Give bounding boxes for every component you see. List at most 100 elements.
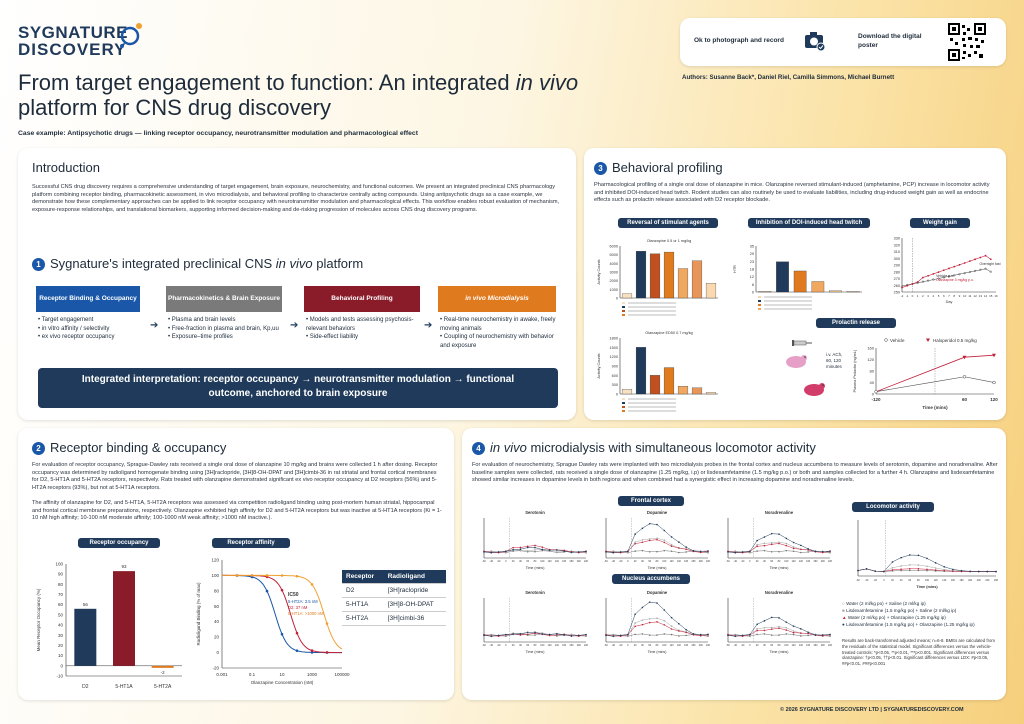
bar [811,281,825,293]
x-tick-label: 180 [813,644,818,647]
x-tick-label: 180 [569,560,574,563]
series-line [222,574,343,650]
x-tick-label: -40 [734,560,738,563]
bar [705,283,717,299]
x-tick-label: 14 [984,294,988,298]
legend-marker [884,338,888,342]
photo-label: Ok to photograph and record [694,37,784,44]
y-tick-label: 50 [58,612,64,617]
x-tick-label: 80 [534,644,537,647]
bar [776,261,789,293]
data-point [483,634,485,637]
series-line [483,545,587,553]
x-axis-label: Time (mins) [526,566,545,570]
x-tick-label: 20 [512,560,515,563]
flow-list-microdialysis: • Real-time neurochemistry in awake, fre… [440,317,556,350]
y-tick-label: 100 [55,562,63,567]
mouse-icon-1 [786,355,807,368]
x-tick-label: 100000 [334,672,350,677]
data-point [295,631,299,635]
data-point [265,574,269,577]
x-tick-label: 120 [934,579,939,582]
behavior-body: Pharmacological profiling of a single or… [594,182,990,204]
x-tick-label: 60 [770,644,773,647]
x-tick-label: 200 [821,560,826,563]
x-tick-label: -60 [856,579,860,582]
bar [635,251,647,299]
series-line [483,631,587,637]
y-tick-label: 40 [870,380,875,385]
x-tick-label: 140 [799,644,804,647]
x-tick-label: 160 [684,644,689,647]
download-label[interactable]: Download the digital poster [858,33,922,50]
x-tick-label: -20 [741,560,745,563]
panel-title: Dopamine [647,510,668,515]
y-tick-label: 80 [870,369,875,374]
y-tick-label: 0 [616,297,618,301]
syringe-icon [792,340,812,346]
table-row: 5-HT2A[3H]cimbi-36 [342,611,446,626]
x-tick-label: 8 [953,294,955,298]
legend-text-line [628,406,676,408]
data-point [829,550,831,552]
x-tick-label: 140 [555,560,560,563]
x-tick-label: 1000 [307,672,318,677]
series-line [727,617,831,637]
data-point [483,551,485,553]
x-tick-label: 220 [706,644,711,647]
x-tick-label: 100 [662,560,667,563]
x-tick-label: 200 [699,644,704,647]
y-tick-label: 80 [58,582,64,587]
qr-code-icon[interactable] [948,23,986,61]
legend-swatch [622,306,625,308]
label-locomotor: Locomotor activity [852,502,934,512]
series-line [901,255,991,288]
x-tick-label: 120 [548,560,553,563]
x-tick-label: 0 [749,644,751,647]
x-tick-label: -60 [482,560,486,563]
microdialysis-body: For evaluation of neurochemistry, Spragu… [472,462,998,484]
y-axis-label: Activity Counts [597,353,601,378]
series-line [727,543,831,553]
y-tick-label: 20 [58,643,64,648]
x-tick-label: 80 [917,579,920,582]
data-point [992,380,996,385]
data-point [235,574,239,577]
data-point [727,551,729,553]
x-tick-label: 220 [977,579,982,582]
series-line [727,627,831,637]
legend-text-line [628,302,676,304]
x-axis-label: Time (mins) [922,405,948,410]
y-tick-label: 4000 [610,262,618,266]
x-tick-label: 12 [973,294,977,298]
legend-swatch [622,410,625,412]
x-tick-label: -40 [865,579,869,582]
data-point [325,651,329,654]
legend-text-line [628,410,676,412]
data-point [310,583,314,586]
label-nucleus-accumbens: Nucleus accumbens [612,574,690,584]
label-frontal-cortex: Frontal cortex [618,496,684,506]
series-line [605,621,709,637]
flow-list-behavior: • Models and tests assessing psychosis-r… [306,317,414,341]
x-tick-label: 200 [577,644,582,647]
camera-icon [805,32,826,52]
data-point [295,574,299,578]
y-tick-label: 90 [58,572,64,577]
table-row: 5-HT1A[3H]8-OH-DPAT [342,597,446,612]
series-line [483,547,587,554]
bar [758,291,772,293]
x-tick-label: 40 [900,579,903,582]
y-tick-label: 70 [58,592,64,597]
x-tick-label: 9 [959,294,961,298]
label-doi: Inhibition of DOI-induced head twitch [748,218,870,228]
bar [677,268,689,299]
x-tick-label: 7 [948,294,950,298]
x-tick-label: 120 [670,560,675,563]
bar [635,347,647,395]
x-tick-label: 160 [562,644,567,647]
